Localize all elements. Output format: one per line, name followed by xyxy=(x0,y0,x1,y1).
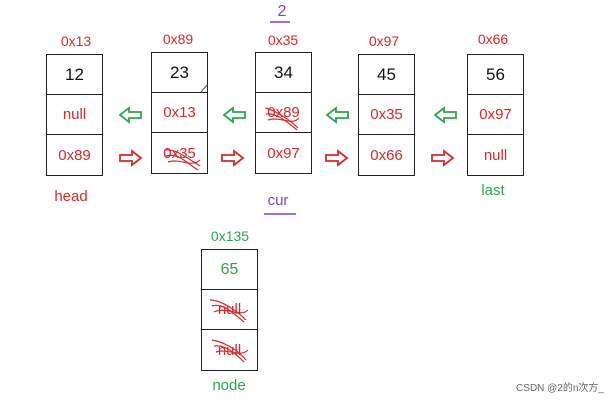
node-3: 45 0x35 0x66 xyxy=(358,54,415,176)
node-1: 23 0x13 0x35 xyxy=(151,52,208,174)
node-0-next: null xyxy=(47,95,102,135)
node-4-next: 0x97 xyxy=(468,95,523,135)
node-2-addr: 0x35 xyxy=(267,32,299,48)
top-mark: 2 xyxy=(277,3,287,20)
cur-label: cur xyxy=(267,192,289,209)
node-3-value: 45 xyxy=(359,55,414,95)
node-1-next: 0x13 xyxy=(152,93,207,133)
node-4: 56 0x97 null xyxy=(467,54,524,176)
node-0: 12 null 0x89 xyxy=(46,54,103,176)
new-node-addr: 0x135 xyxy=(210,228,250,244)
node-3-addr: 0x97 xyxy=(368,33,400,49)
pen-cursor-icon xyxy=(200,84,208,93)
node-label: node xyxy=(212,377,246,394)
scribble-new-node-prev xyxy=(211,339,249,363)
node-1-addr: 0x89 xyxy=(162,31,194,47)
node-4-addr: 0x66 xyxy=(477,31,509,47)
node-0-value: 12 xyxy=(47,55,102,95)
green-arrow-icon xyxy=(325,106,349,124)
new-node-value: 65 xyxy=(202,250,257,290)
last-label: last xyxy=(481,182,505,199)
node-4-prev: null xyxy=(483,146,508,164)
watermark: CSDN @2的n次方_ xyxy=(516,383,604,394)
green-arrow-icon xyxy=(222,106,246,124)
node-4-value: 56 xyxy=(468,55,523,95)
scribble-new-node-next xyxy=(209,299,249,323)
node-2: 34 0x89 0x97 xyxy=(255,52,312,174)
green-arrow-icon xyxy=(118,106,142,124)
node-3-next: 0x35 xyxy=(359,95,414,135)
node-2-next: 0x89 xyxy=(256,93,311,133)
red-arrow-icon xyxy=(431,149,455,167)
node-3-prev: 0x66 xyxy=(370,146,403,164)
red-arrow-icon xyxy=(221,149,245,167)
new-node-next: null xyxy=(202,290,257,330)
node-2-value: 34 xyxy=(256,53,311,93)
node-1-value: 23 xyxy=(152,53,207,93)
scribble-node-2-next xyxy=(264,107,300,131)
red-arrow-icon xyxy=(325,149,349,167)
node-2-prev: 0x97 xyxy=(267,144,300,162)
node-0-addr: 0x13 xyxy=(60,33,92,49)
red-arrow-icon xyxy=(119,149,143,167)
scribble-node-1-prev xyxy=(164,149,201,171)
green-arrow-icon xyxy=(433,106,457,124)
node-0-prev: 0x89 xyxy=(58,146,91,164)
head-label: head xyxy=(54,188,88,205)
